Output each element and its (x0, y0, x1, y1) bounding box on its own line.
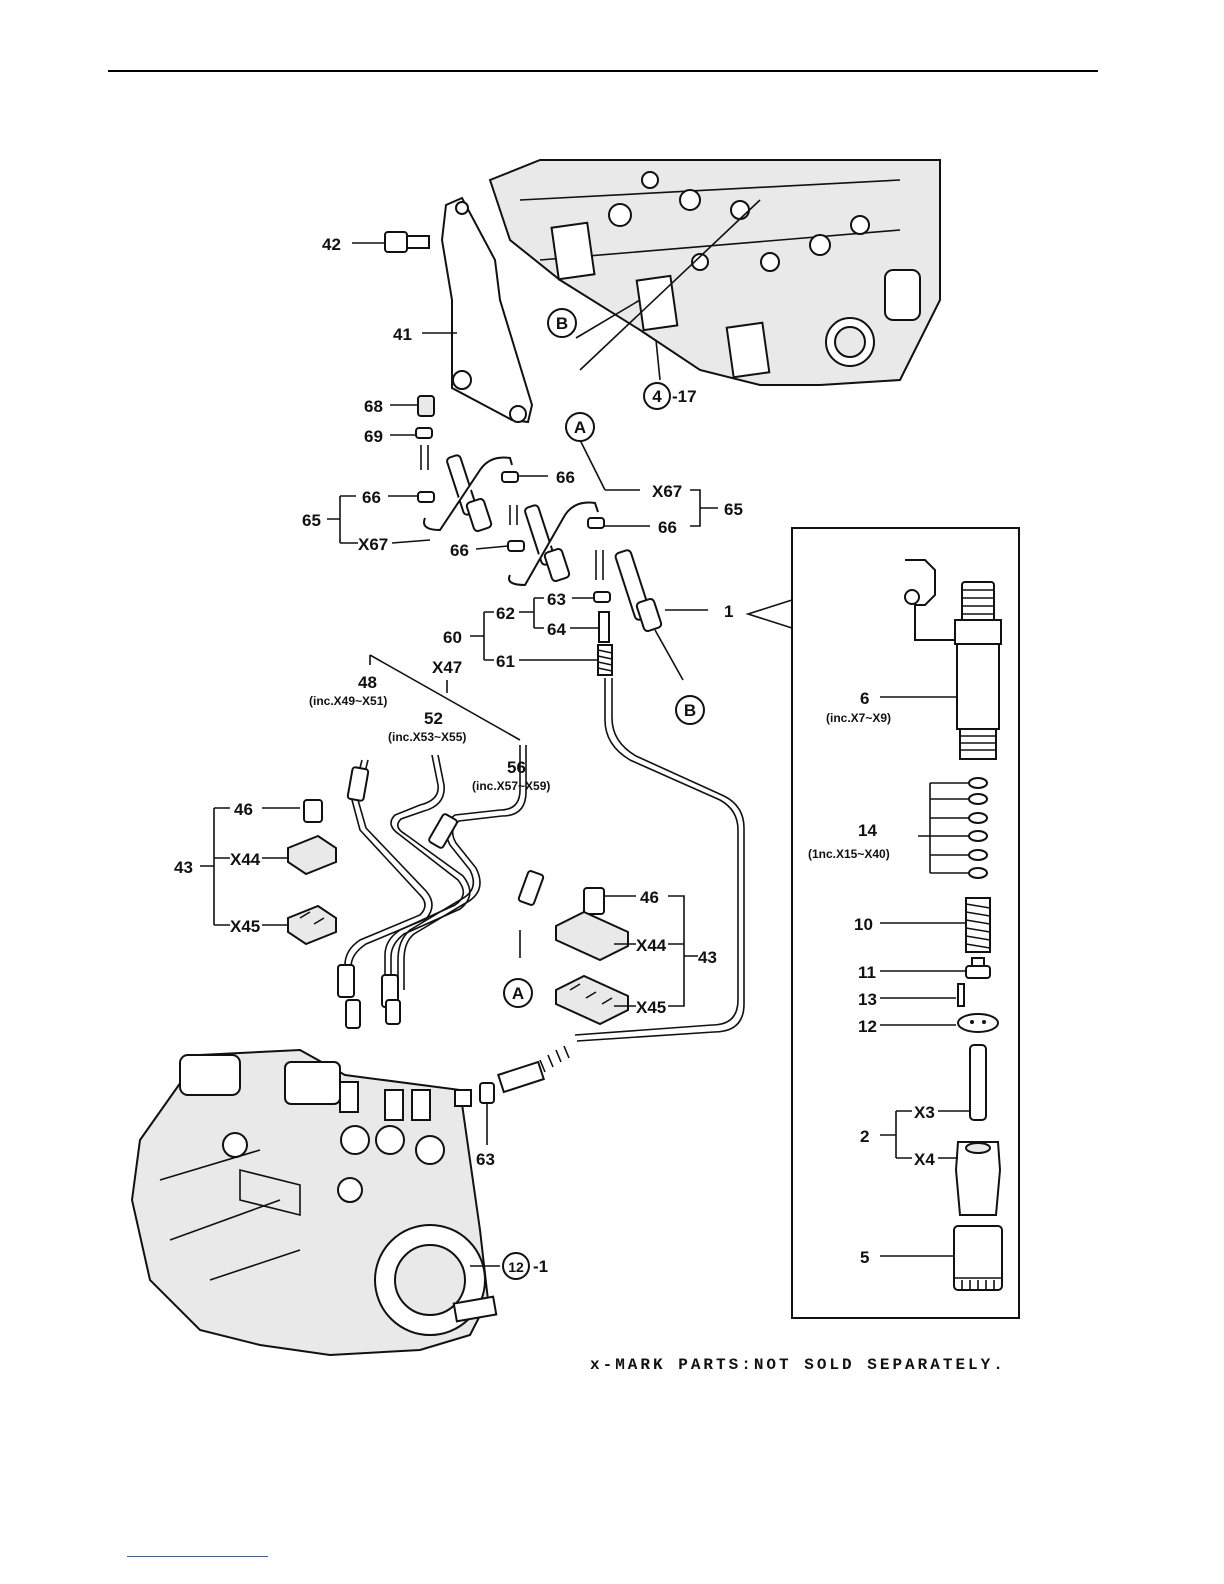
svg-text:A: A (574, 418, 586, 437)
label-41: 41 (393, 325, 412, 344)
label-60: 60 (443, 628, 462, 647)
label-48: 48 (358, 673, 377, 692)
label-52: 52 (424, 709, 443, 728)
shims-14 (969, 778, 987, 878)
label-x47: X47 (432, 658, 462, 677)
ref-circle-12: 12 -1 (503, 1253, 548, 1279)
label-66-c: 66 (450, 541, 469, 560)
nozzle-2 (956, 1045, 1000, 1215)
label-6-inc: (inc.X7~X9) (826, 711, 891, 725)
svg-text:A: A (512, 984, 524, 1003)
label-48-inc: (inc.X49~X51) (309, 694, 387, 708)
label-56-inc: (inc.X57~X59) (472, 779, 550, 793)
label-63-b: 63 (476, 1150, 495, 1169)
label-46-a: 46 (234, 800, 253, 819)
spring-10 (966, 898, 990, 952)
svg-text:B: B (684, 701, 696, 720)
label-65-a: 65 (302, 511, 321, 530)
label-14-inc: (1nc.X15~X40) (808, 847, 890, 861)
ref-circle-a-bottom: A (504, 979, 532, 1007)
ref-circle-4: 4 -17 (644, 383, 697, 409)
label-10: 10 (854, 915, 873, 934)
label-66-b: 66 (362, 488, 381, 507)
label-2: 2 (860, 1127, 869, 1146)
detail-callout-pointer (748, 600, 792, 628)
label-46-b: 46 (640, 888, 659, 907)
label-43-b: 43 (698, 948, 717, 967)
ref-circle-b-bottom: B (676, 696, 704, 724)
label-5: 5 (860, 1248, 869, 1267)
ref-circle-a-top: A (566, 413, 594, 441)
label-x67-b: X67 (652, 482, 682, 501)
not-sold-separately-note: x-MARK PARTS:NOT SOLD SEPARATELY. (590, 1356, 1006, 1374)
label-69: 69 (364, 427, 383, 446)
pipe-clamp-right (556, 888, 628, 1024)
label-x44-b: X44 (636, 936, 667, 955)
label-66-d: 66 (658, 518, 677, 537)
label-62: 62 (496, 604, 515, 623)
label-6: 6 (860, 689, 869, 708)
label-42: 42 (322, 235, 341, 254)
svg-text:-1: -1 (533, 1257, 548, 1276)
label-65-b: 65 (724, 500, 743, 519)
nozzle-nut-5 (954, 1226, 1002, 1290)
bolt-42 (385, 232, 429, 252)
label-63-a: 63 (547, 590, 566, 609)
injection-pump-illustration (132, 1046, 569, 1355)
ref-circle-b-top: B (548, 309, 576, 337)
label-12: 12 (858, 1017, 877, 1036)
svg-text:4: 4 (652, 387, 662, 406)
label-56: 56 (507, 758, 526, 777)
label-14: 14 (858, 821, 877, 840)
label-x3: X3 (914, 1103, 935, 1122)
pin-13 (958, 984, 964, 1006)
label-52-inc: (inc.X53~X55) (388, 730, 466, 744)
label-x4: X4 (914, 1150, 935, 1169)
nozzle-holder-6 (905, 560, 1001, 759)
label-x67-a: X67 (358, 535, 388, 554)
label-68: 68 (364, 397, 383, 416)
label-61: 61 (496, 652, 515, 671)
label-x44-a: X44 (230, 850, 261, 869)
label-1: 1 (724, 602, 733, 621)
distance-piece-12 (958, 1014, 998, 1032)
label-11: 11 (858, 963, 876, 982)
label-64: 64 (547, 620, 566, 639)
svg-text:B: B (556, 314, 568, 333)
svg-text:-17: -17 (672, 387, 697, 406)
label-43-a: 43 (174, 858, 193, 877)
label-x45-b: X45 (636, 998, 666, 1017)
svg-text:12: 12 (508, 1259, 524, 1275)
label-13: 13 (858, 990, 877, 1009)
pipe-clamp-left (288, 800, 336, 944)
footer-link-underline (127, 1556, 268, 1557)
spring-seat-11 (966, 958, 990, 978)
cylinder-head-illustration (490, 160, 940, 385)
label-66-a: 66 (556, 468, 575, 487)
label-x45-a: X45 (230, 917, 260, 936)
